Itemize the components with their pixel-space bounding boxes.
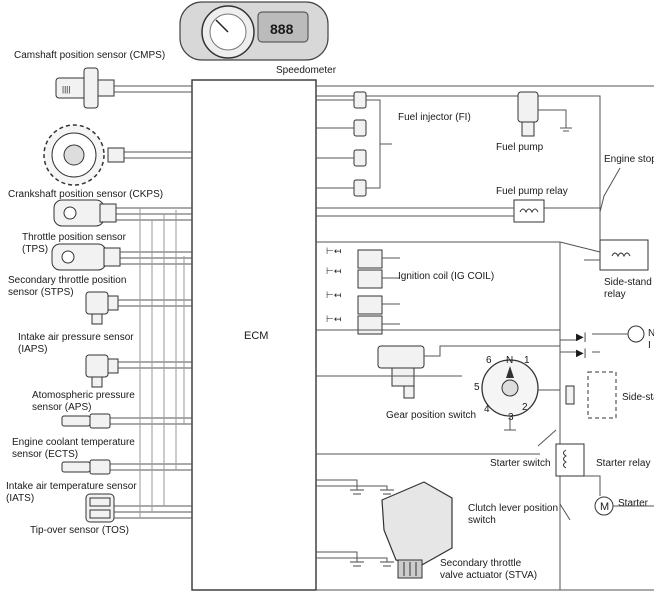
- svg-text:||||: ||||: [62, 85, 70, 94]
- cmps-label: Camshaft position sensor (CMPS): [14, 50, 165, 61]
- ckps-label: Crankshaft position sensor (CKPS): [8, 189, 163, 200]
- gear-position-switch-label: Gear position switch: [386, 410, 476, 421]
- fuel-pump-relay-label: Fuel pump relay: [496, 186, 568, 197]
- stps-sensor-icon: [51, 243, 121, 271]
- tps-sensor-icon: [53, 199, 117, 227]
- speedometer-icon: 888: [179, 1, 329, 61]
- ects-label-2: sensor (ECTS): [12, 449, 78, 460]
- gear-position-number: N: [506, 355, 513, 366]
- starter-switch-label: Starter switch: [490, 458, 551, 469]
- starter-relay-coil-icon: [563, 449, 567, 469]
- svg-text:⊢↤: ⊢↤: [326, 314, 342, 324]
- svg-text:⊢↤: ⊢↤: [326, 246, 342, 256]
- cmps-sensor-icon: ||||: [55, 67, 115, 109]
- fuel-injector-icons: [353, 91, 367, 197]
- tos-sensor-icon: [85, 493, 115, 523]
- iats-label-2: (IATS): [6, 493, 34, 504]
- gear-position-number: 5: [474, 382, 480, 393]
- svg-text:M: M: [600, 501, 609, 513]
- side-stand-relay-icon: [599, 239, 649, 271]
- side-stand-relay-label-2: relay: [604, 289, 626, 300]
- svg-text:⊢↤: ⊢↤: [326, 266, 342, 276]
- diode-icons: ▶| ▶|: [576, 332, 586, 359]
- fuel-pump-label: Fuel pump: [496, 142, 544, 153]
- engine-stop-label: Engine stop: [604, 154, 654, 165]
- spark-plug-icons: ⊢↤ ⊢↤ ⊢↤ ⊢↤: [326, 246, 342, 324]
- svg-text:▶|: ▶|: [576, 348, 586, 359]
- ckps-pickup-icon: [107, 147, 125, 163]
- ignition-coil-label: Ignition coil (IG COIL): [398, 271, 494, 282]
- side-stand-switch-label: Side-sta: [622, 392, 654, 403]
- tps-label-1: Throttle position sensor: [22, 232, 127, 243]
- ecm-box: [191, 79, 317, 591]
- svg-text:I: I: [648, 340, 651, 351]
- iaps-label-1: Intake air pressure sensor: [18, 332, 134, 343]
- gear-position-switch-icon: [481, 359, 539, 417]
- starter-relay-box: [555, 443, 585, 477]
- iats-label-1: Intake air temperature sensor: [6, 481, 137, 492]
- aps-label-1: Atomospheric pressure: [32, 390, 135, 401]
- stva-label-2: valve actuator (STVA): [440, 570, 537, 581]
- gear-position-number: 4: [484, 404, 490, 415]
- stva-label-1: Secondary throttle: [440, 558, 522, 569]
- gear-position-number: 1: [524, 355, 530, 366]
- iaps-sensor-icon: [85, 291, 119, 325]
- clutch-switch-label-2: switch: [468, 515, 496, 526]
- stva-connector-icon: [377, 345, 425, 399]
- iats-sensor-icon: [61, 459, 111, 475]
- gear-position-number: 6: [486, 355, 492, 366]
- neutral-indicator-icon: N I: [627, 325, 654, 351]
- tos-label: Tip-over sensor (TOS): [30, 525, 129, 536]
- gear-position-number: 2: [522, 402, 528, 413]
- svg-text:N: N: [648, 328, 654, 339]
- svg-text:888: 888: [270, 21, 294, 37]
- fuel-pump-relay-icon: [513, 199, 545, 223]
- clutch-switch-label-1: Clutch lever position: [468, 503, 558, 514]
- tps-label-2: (TPS): [22, 244, 48, 255]
- stva-actuator-icon: [381, 481, 453, 579]
- stps-label-1: Secondary throttle position: [8, 275, 126, 286]
- svg-text:▶|: ▶|: [576, 332, 586, 343]
- fuel-pump-icon: [517, 91, 539, 137]
- aps-sensor-icon: [85, 354, 119, 388]
- svg-text:⊢↤: ⊢↤: [326, 290, 342, 300]
- starter-relay-label: Starter relay: [596, 458, 650, 469]
- fuel-injector-label: Fuel injector (FI): [398, 112, 471, 123]
- side-stand-relay-label-1: Side-stand: [604, 277, 652, 288]
- ecm-label: ECM: [244, 330, 268, 342]
- iaps-label-2: (IAPS): [18, 344, 47, 355]
- stps-label-2: sensor (STPS): [8, 287, 74, 298]
- ects-label-1: Engine coolant temperature: [12, 437, 135, 448]
- ckps-gear-icon: [43, 124, 105, 186]
- starter-motor-label: Starter: [618, 498, 649, 509]
- speedometer-label: Speedometer: [276, 65, 337, 76]
- ignition-coil-icons: [357, 249, 383, 335]
- gear-position-number: 3: [508, 412, 514, 423]
- aps-label-2: sensor (APS): [32, 402, 91, 413]
- side-stand-switch-box: [587, 371, 617, 419]
- ects-sensor-icon: [61, 413, 111, 429]
